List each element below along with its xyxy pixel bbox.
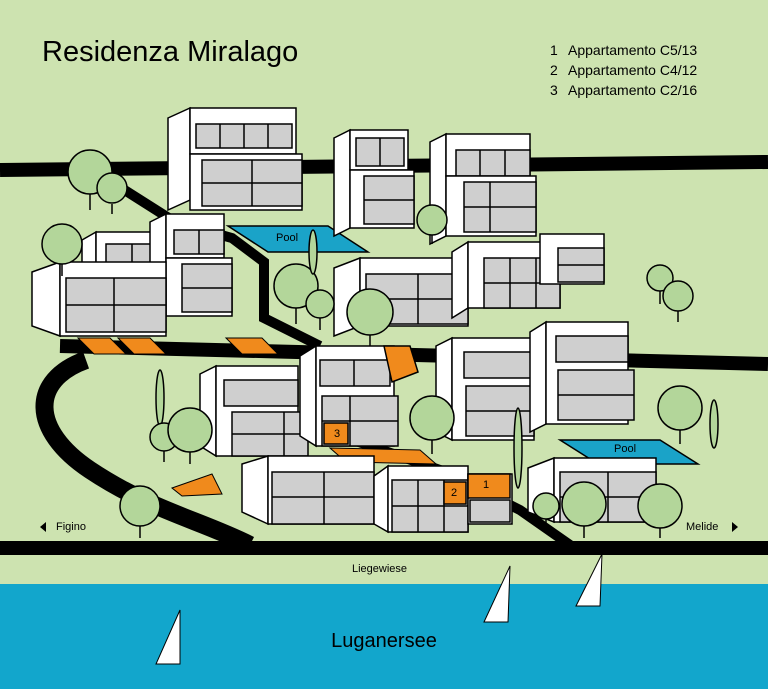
building: [333, 128, 415, 238]
building: [241, 454, 375, 526]
building: [299, 344, 419, 448]
road-curve: [35, 351, 255, 554]
tree: [513, 407, 523, 489]
tree: [305, 289, 335, 330]
sailboat-icon: [155, 609, 181, 665]
tree: [346, 288, 394, 346]
tree: [637, 483, 683, 538]
tree: [662, 280, 694, 322]
legend-label: Appartamento C4/12: [568, 62, 698, 78]
apartment-marker-1: 1: [483, 479, 490, 491]
tree: [409, 395, 455, 454]
tree: [119, 485, 161, 538]
legend-item: 1 Appartamento C5/13: [550, 40, 697, 60]
building: [451, 233, 605, 320]
legend-number: 3: [550, 82, 558, 98]
pool-label: Pool: [614, 443, 637, 455]
legend-item: 2 Appartamento C4/12: [550, 60, 697, 80]
tree: [657, 385, 703, 444]
road-middle: [59, 339, 768, 371]
direction-label-figino: Figino: [56, 521, 86, 533]
legend-item: 3 Appartamento C2/16: [550, 80, 697, 100]
street-label: Liegewiese: [352, 563, 408, 575]
building: [429, 132, 537, 246]
tree: [96, 172, 128, 214]
sailboat-icon: [483, 565, 511, 623]
apartment-1-highlight: [467, 473, 511, 499]
sailboats: [155, 553, 603, 665]
trees: [41, 149, 719, 538]
legend-label: Appartamento C2/16: [568, 82, 698, 98]
buildings: [31, 106, 657, 534]
tree: [709, 399, 719, 449]
tree: [532, 492, 560, 530]
tree: [41, 223, 83, 276]
legend-number: 2: [550, 62, 558, 78]
pool-label: Pool: [276, 232, 299, 244]
legend-label: Appartamento C5/13: [568, 42, 698, 58]
building: [199, 364, 309, 458]
tree: [308, 229, 318, 275]
tree: [561, 481, 607, 538]
apartment-marker-3: 3: [334, 428, 341, 440]
building: [31, 260, 167, 338]
lake-label: Luganersee: [331, 630, 437, 652]
building: [373, 464, 513, 534]
direction-label-melide: Melide: [686, 521, 719, 533]
tree: [646, 264, 674, 304]
map-title: Residenza Miralago: [42, 36, 299, 68]
tree: [273, 263, 319, 324]
tree: [167, 407, 213, 464]
building: [167, 106, 303, 212]
apartment-2-highlight: [443, 481, 467, 505]
apartment-marker-2: 2: [451, 487, 458, 499]
building: [435, 320, 635, 442]
arrow-left-icon: [40, 522, 46, 532]
apartment-3-highlight: [323, 422, 349, 445]
sailboat-icon: [575, 553, 603, 607]
tree: [416, 204, 448, 244]
arrow-right-icon: [732, 522, 738, 532]
legend-number: 1: [550, 42, 558, 58]
tree: [155, 369, 165, 427]
lake: [0, 584, 768, 689]
pool-upper: [225, 225, 371, 253]
